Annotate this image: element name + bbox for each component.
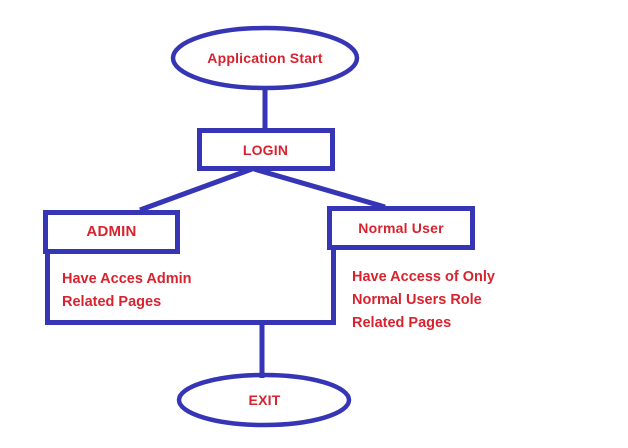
admin-box xyxy=(43,210,180,254)
normal-user-access-note-line: Related Pages xyxy=(352,315,452,331)
connector-login-admin xyxy=(139,166,253,213)
normal-user-node-label: Normal User xyxy=(358,219,444,236)
admin-access-note-line: Related Pages xyxy=(62,294,162,310)
exit-node-label: EXIT xyxy=(248,392,281,408)
admin-access-note-line: Have Acces Admin xyxy=(62,271,192,287)
start-node-label: Application Start xyxy=(207,50,323,66)
normal-user-box xyxy=(327,206,475,250)
normal-user-access-note-line: Normal Users Role xyxy=(352,292,482,308)
login-box xyxy=(197,128,335,171)
normal-user-access-note-line: Have Access of Only xyxy=(352,269,495,285)
exit-ellipse xyxy=(176,372,352,428)
admin-node-label: ADMIN xyxy=(86,222,137,240)
connector-login-normal-user xyxy=(253,166,386,210)
login-node-label: LOGIN xyxy=(242,141,289,158)
normal-user-access-note: Have Access of Only Normal Users Role Re… xyxy=(352,266,495,335)
admin-access-note: Have Acces Admin Related Pages xyxy=(62,268,191,314)
